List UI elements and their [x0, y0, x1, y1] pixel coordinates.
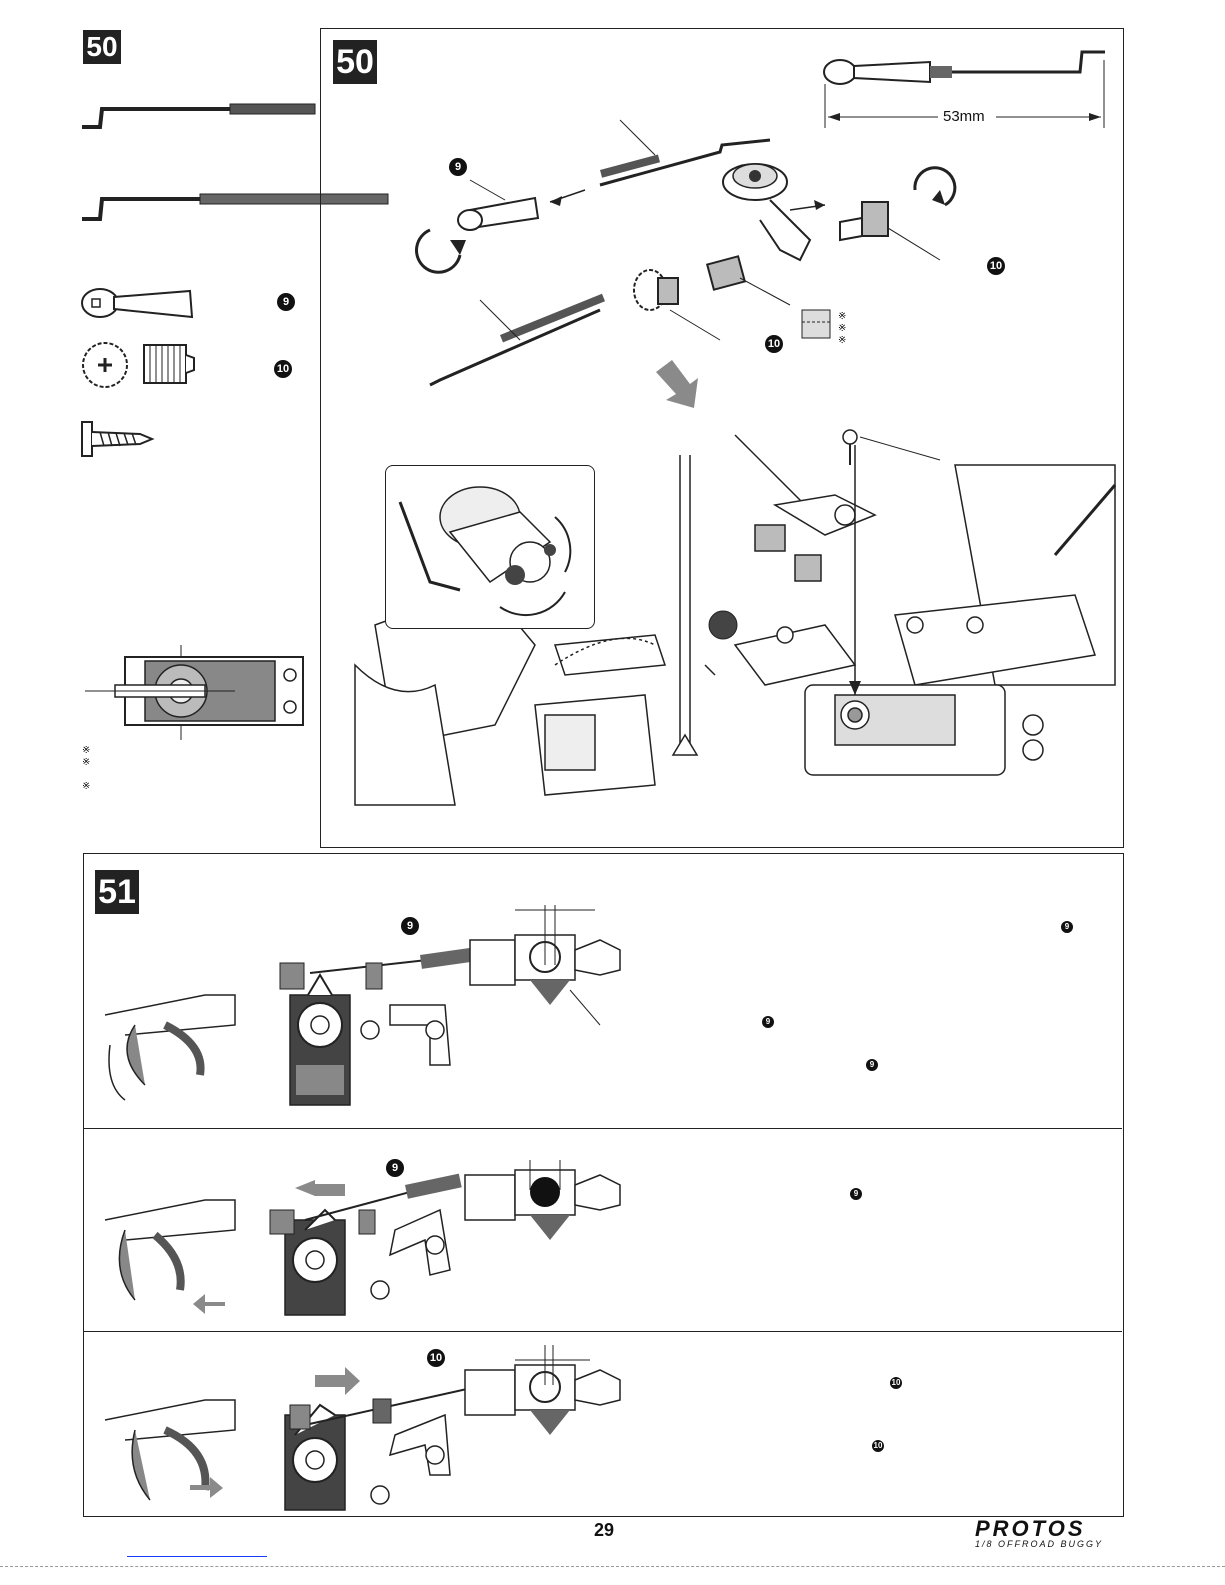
- page-number: 29: [594, 1520, 614, 1541]
- part-10-row3-callout: 10: [427, 1349, 445, 1367]
- part-9-row1-text-c: 9: [866, 1059, 878, 1071]
- transmitter-trigger-pushed: [105, 1390, 255, 1520]
- carb-adjust-inset-drawing: [390, 472, 590, 622]
- step-51-divider-2: [83, 1331, 1122, 1332]
- note-mark-1: ※: [82, 745, 90, 757]
- step-51-divider-1: [83, 1128, 1122, 1129]
- brand-logo-subtext: 1/8 OFFROAD BUGGY: [975, 1539, 1103, 1549]
- servo-linkage-brake: [265, 1355, 645, 1515]
- part-9-callout-top: 9: [449, 158, 467, 176]
- step-50-badge-left: 50: [83, 30, 121, 64]
- note-mark-3: ※: [82, 781, 90, 793]
- exploded-note-1: ※: [838, 311, 846, 323]
- part-10-callout-left: 10: [765, 335, 783, 353]
- screw-illustration: [80, 420, 160, 460]
- part-10-row3-text-a: 10: [890, 1377, 902, 1389]
- throttle-linkage-exploded: [410, 110, 1030, 410]
- ball-end-part-9: [80, 283, 200, 323]
- part-10-callout-right: 10: [987, 257, 1005, 275]
- servo-linkage-neutral: [270, 925, 650, 1105]
- note-mark-2: ※: [82, 757, 90, 769]
- short-rod-illustration: [80, 95, 320, 135]
- bottom-link-line[interactable]: [127, 1556, 267, 1557]
- part-10-row3-text-b: 10: [872, 1440, 884, 1452]
- bottom-rule: [0, 1566, 1225, 1567]
- assembly-direction-arrow: [650, 360, 710, 420]
- servo-linkage-throttle: [265, 1160, 645, 1320]
- exploded-note-3: ※: [838, 335, 846, 347]
- transmitter-trigger-pulled: [105, 1190, 255, 1320]
- adjuster-nut-part-10: [80, 340, 200, 390]
- part-10-marker: 10: [274, 360, 292, 378]
- part-9-row2-callout: 9: [386, 1159, 404, 1177]
- step-51-badge: 51: [95, 870, 139, 914]
- step-50-badge-main: 50: [333, 40, 377, 84]
- transmitter-trigger-neutral: [105, 985, 255, 1105]
- part-9-marker: 9: [277, 293, 295, 311]
- part-9-row1-text-a: 9: [1061, 921, 1073, 933]
- servo-center-diagram: [85, 645, 325, 745]
- part-9-row1-callout: 9: [401, 917, 419, 935]
- exploded-note-2: ※: [838, 323, 846, 335]
- part-9-row2-text: 9: [850, 1188, 862, 1200]
- part-9-row1-text-b: 9: [762, 1016, 774, 1028]
